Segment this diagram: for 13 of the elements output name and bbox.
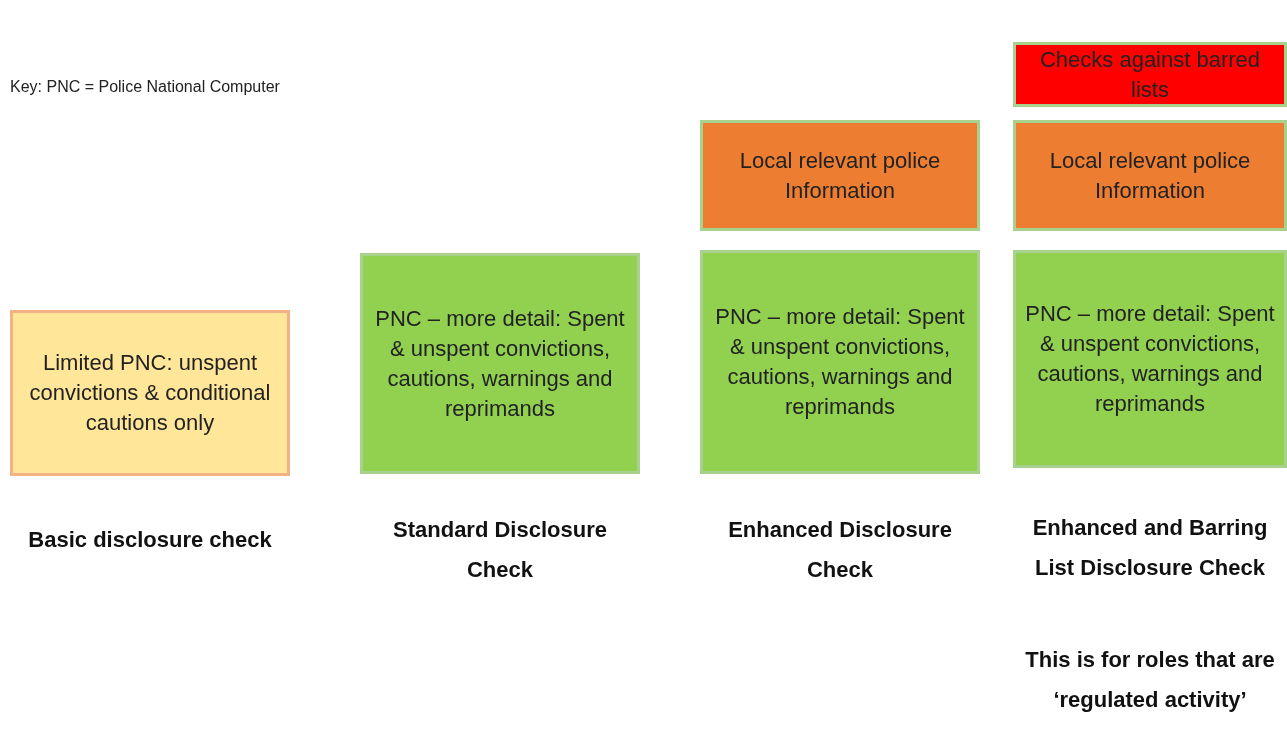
check-caption: Standard Disclosure Check [392, 516, 608, 584]
check-box: PNC – more detail: Spent & unspent convictions, cautions, warnings and reprimands [700, 250, 980, 474]
note-text: This is for roles that are ‘regulated activity’ [1024, 646, 1276, 714]
key-note: Key: PNC = Police National Computer [10, 78, 280, 96]
check-caption: Enhanced and Barring List Disclosure Check [1031, 514, 1269, 582]
check-box: PNC – more detail: Spent & unspent convictions, cautions, warnings and reprimands [1013, 250, 1287, 468]
check-caption: Enhanced Disclosure Check [727, 516, 953, 584]
check-box: Local relevant police Information [1013, 120, 1287, 231]
check-caption: Basic disclosure check [27, 526, 273, 554]
check-box: PNC – more detail: Spent & unspent convictions, cautions, warnings and reprimands [360, 253, 640, 474]
check-box: Limited PNC: unspent convictions & conditional cautions only [10, 310, 290, 476]
check-box: Checks against barred lists [1013, 42, 1287, 107]
check-box: Local relevant police Information [700, 120, 980, 231]
